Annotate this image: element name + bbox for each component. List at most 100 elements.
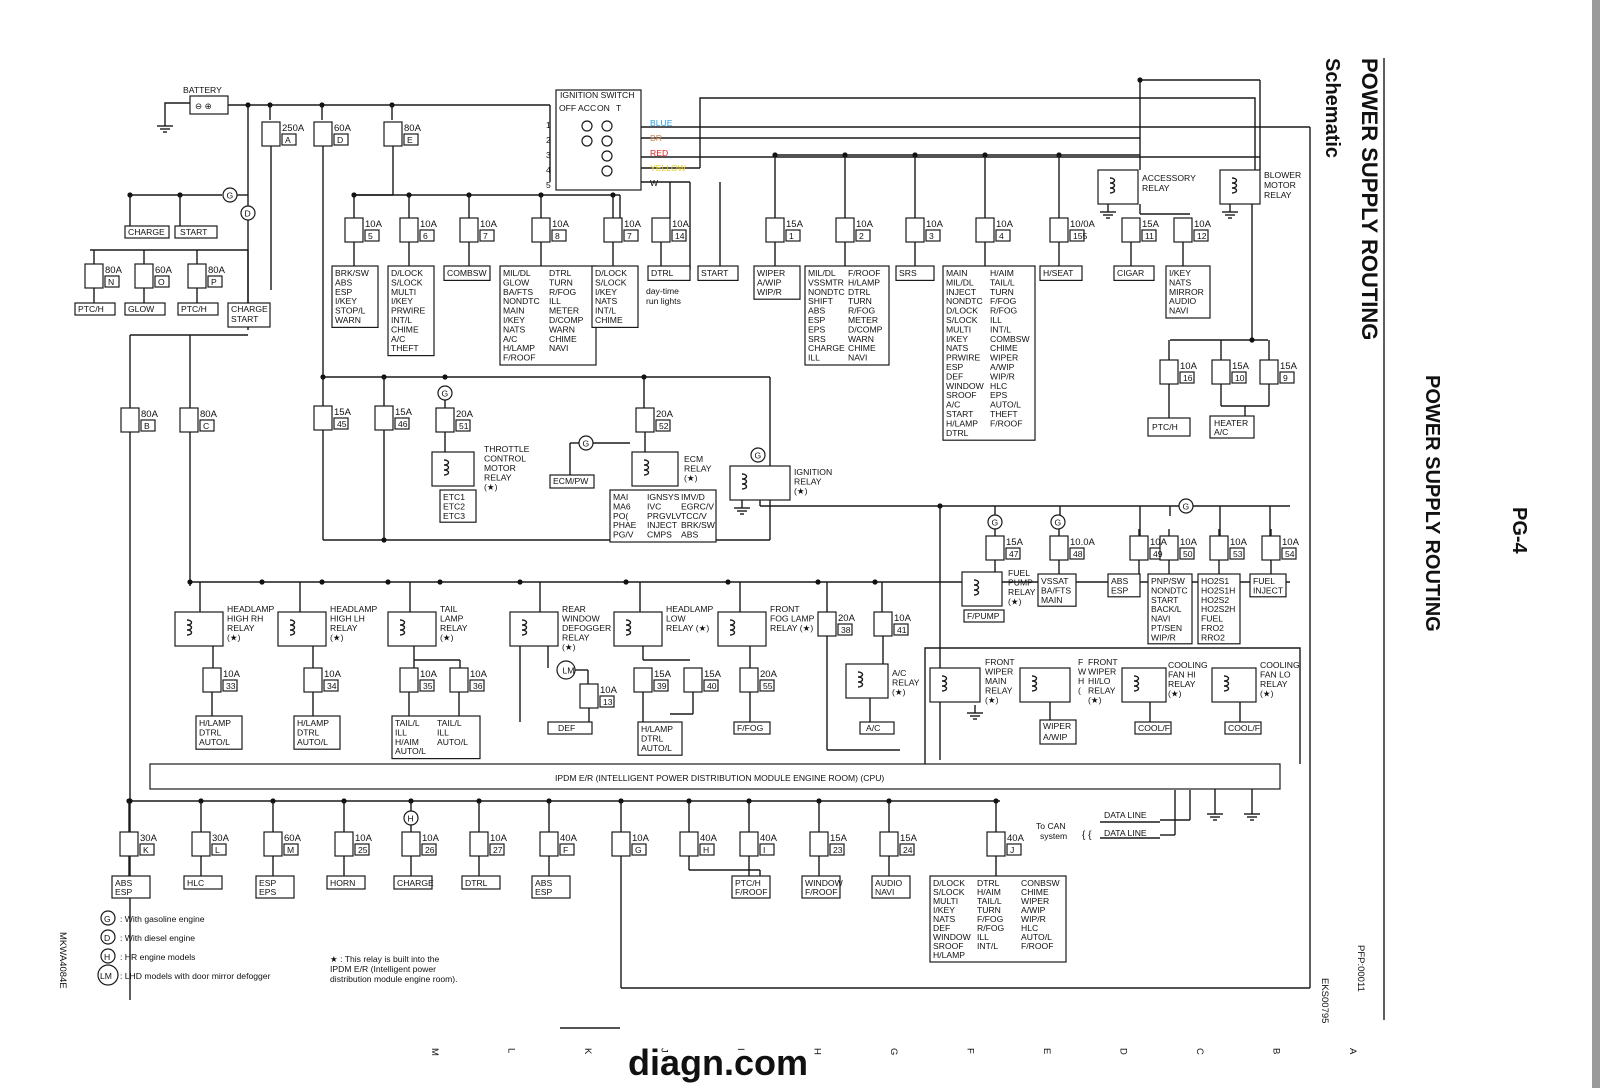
load-label: INT/L [990,324,1011,334]
link-id-label: O [158,277,165,287]
load-label: ILL [808,353,820,363]
load-label: MIL/DL [946,277,974,287]
side-letter: C [1194,1048,1205,1055]
load-label: NAVI [549,343,568,353]
ffog-box [733,721,771,735]
G-marker [750,447,766,463]
bottom-fuse [879,831,899,857]
load-label: ILL [395,727,407,737]
wiper-main-relay [929,667,981,703]
fuse-id-label: 8 [555,231,560,241]
ign-fuse [603,217,623,243]
fuse-id-label: 27 [493,845,503,855]
load-label: EPS [259,887,276,897]
fuse-id-box [655,419,671,432]
load-label: S/LOCK [946,315,978,325]
side-letter: L [506,1048,517,1053]
load-label: NAVI [1151,614,1170,624]
fuse-amp-label: 10A [420,669,438,680]
fusible-link-O [134,263,154,289]
fusible-link-E [383,121,403,147]
fuse-id-box [785,229,801,242]
ign-load-box [331,265,379,329]
relay-label: (★) [1088,695,1102,705]
fuse-id-label: 14 [675,231,685,241]
switch-contact [601,135,613,147]
ecm-relay [631,451,679,487]
relay-coil [186,619,193,636]
fuse-amp-label: 10A [1150,537,1168,548]
relay-label: FRONT [1088,657,1118,667]
load-label: DTRL [465,878,488,888]
load-label: PHAE [613,520,637,530]
fuse-id-label: 2 [859,231,864,241]
fuse-id-box [1279,371,1295,384]
acc-load-box [753,265,801,300]
fuse-amp-label: 10A [600,685,618,696]
load-label: I/KEY [335,296,357,306]
fuse-id-label: 7 [627,231,632,241]
load-label: CHARGE [808,343,845,353]
link-amp-label: 60A [284,833,302,844]
acc-load-box [942,265,1036,441]
fuse-40 [683,667,703,693]
fuse-id-label: 50 [1183,549,1193,559]
load-label: I/KEY [391,296,413,306]
fuse-amp-label: 10A [624,219,642,230]
right-scrollbar-edge [1592,0,1600,1088]
load-label: WARN [335,315,361,325]
bottom-fuse [469,831,489,857]
load-label: WARN [549,324,575,334]
switch-contact [581,120,593,132]
fuse-id-label: 11 [1145,231,1154,241]
fuse-amp-label: 10A [324,669,342,680]
load-label: ABS [681,530,698,540]
relay-label: FUEL [1008,568,1030,578]
fuse-id-box [421,843,437,856]
relay-label: LAMP [440,614,464,624]
fuse-41 [873,611,893,637]
link-amp-label: 30A [212,833,230,844]
fuse-id-label: 5 [368,231,373,241]
fuse-12 [1173,217,1193,243]
link-id-label: N [108,277,114,287]
load-label: WIPER [990,353,1018,363]
star-note: IPDM E/R (Intelligent power [330,964,436,974]
load-label: ETC3 [443,511,465,521]
load-label: A/WIP [990,362,1015,372]
load-label: PNP/SW [1151,576,1186,586]
load-label: F/ROOF [805,887,837,897]
load-label: F/ROOF [848,268,880,278]
fuse-amp-label: 10A [480,219,498,230]
G-marker [222,187,238,203]
load-label: PTC/H [1152,422,1178,432]
load-label: HO2S1 [1201,576,1229,586]
load-label: WIPER [1021,896,1049,906]
load-label: DEF [933,923,950,933]
battery [189,95,229,115]
load-label: MAIN [946,268,967,278]
relay-label: TAIL [440,604,458,614]
load-label: WIP/R [1151,632,1176,642]
switch-row-number: 3 [546,150,551,160]
start-label: START [180,227,208,237]
relay-label: COOLING [1168,660,1208,670]
dtrl-note: run lights [646,296,681,306]
load-label: H/LAMP [946,418,978,428]
acc-load-box [895,265,935,281]
fuse-amp-label: 10A [1282,537,1300,548]
fuse-id-label: 6 [423,231,428,241]
fuse-id-label: 39 [657,681,667,691]
load-label: H/AIM [395,737,419,747]
marker-letter: G [1183,502,1190,512]
relay-coil [1223,675,1230,692]
load-label: NATS [1169,277,1192,287]
link-id-label: L [215,845,220,855]
load-label: ESP [808,315,825,325]
battery-minus-plus: ⊖ ⊕ [195,101,212,111]
marker-letter: G [583,439,590,449]
fuse-id-label: 23 [833,845,843,855]
ignition-switch-label: IGNITION SWITCH [560,90,634,100]
load-label: H/LAMP [848,277,880,287]
